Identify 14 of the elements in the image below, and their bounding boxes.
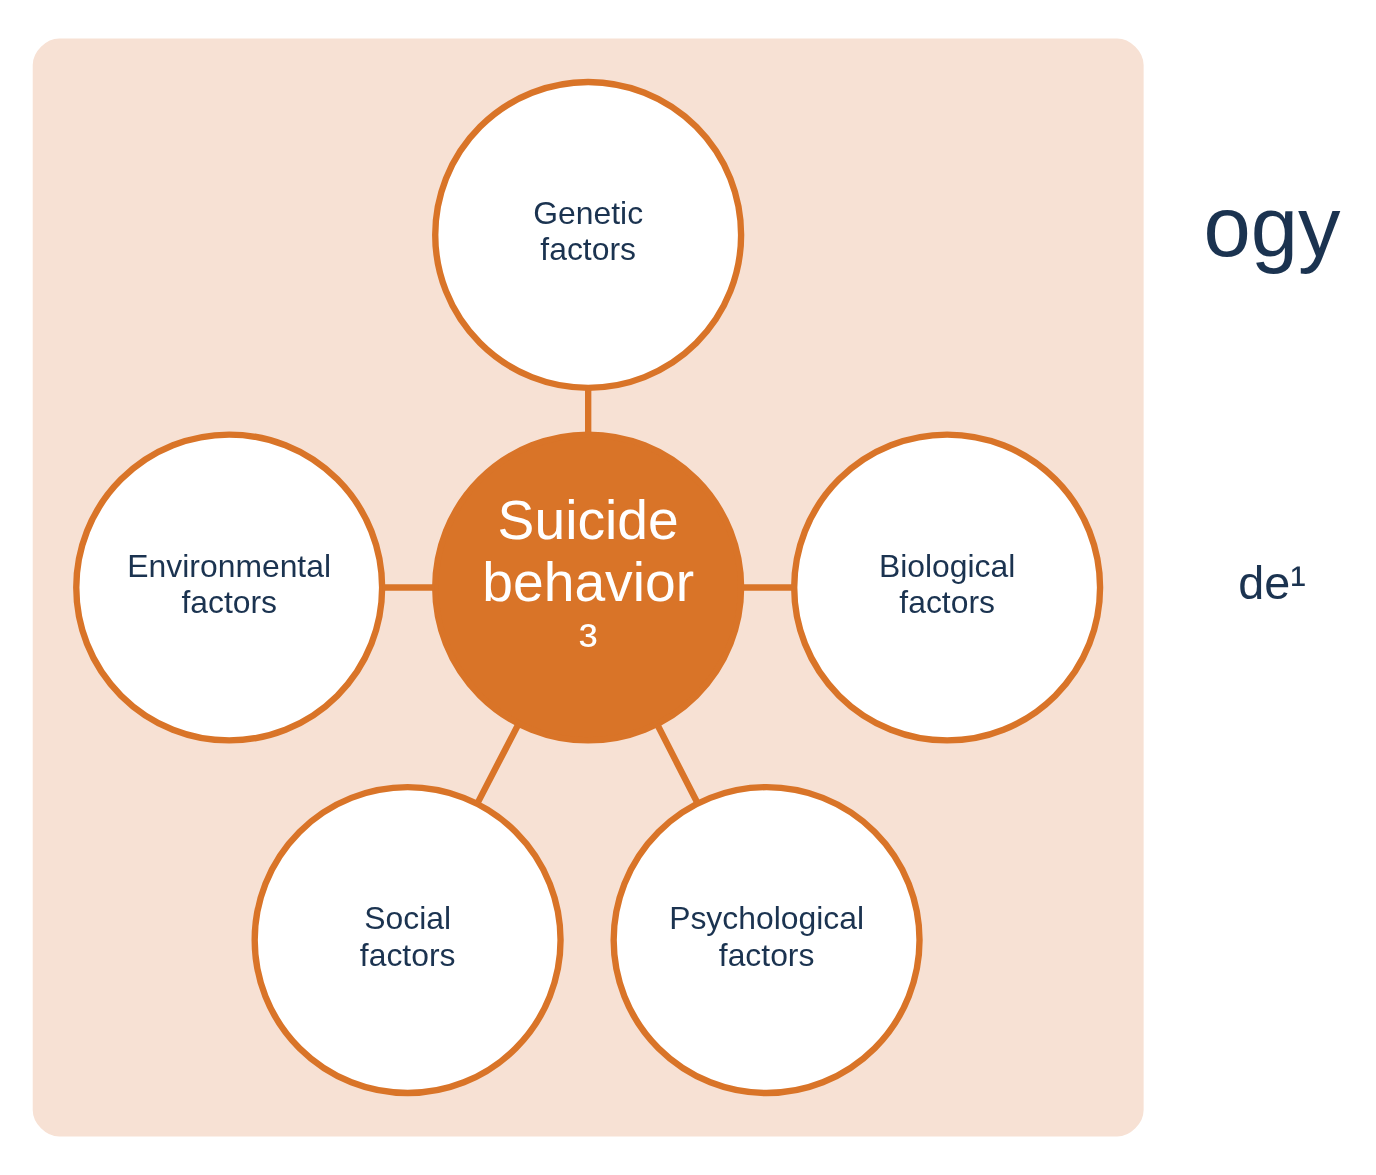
connector xyxy=(654,722,701,805)
node-circle: Psychological factors xyxy=(610,783,923,1097)
node-circle: Social factors xyxy=(251,783,564,1097)
node-circle: Biological factors xyxy=(791,431,1104,744)
connector xyxy=(585,388,592,435)
node-circle: Genetic factors xyxy=(432,78,745,392)
connector xyxy=(474,722,522,806)
cluster xyxy=(32,38,1144,1137)
label: ogy xyxy=(1203,179,1341,275)
node-circle: Suicide behavior³ xyxy=(432,431,745,744)
connector xyxy=(741,584,794,591)
connector xyxy=(382,584,435,591)
label: de¹ xyxy=(1238,557,1306,610)
node-circle: Environmental factors xyxy=(73,431,386,744)
